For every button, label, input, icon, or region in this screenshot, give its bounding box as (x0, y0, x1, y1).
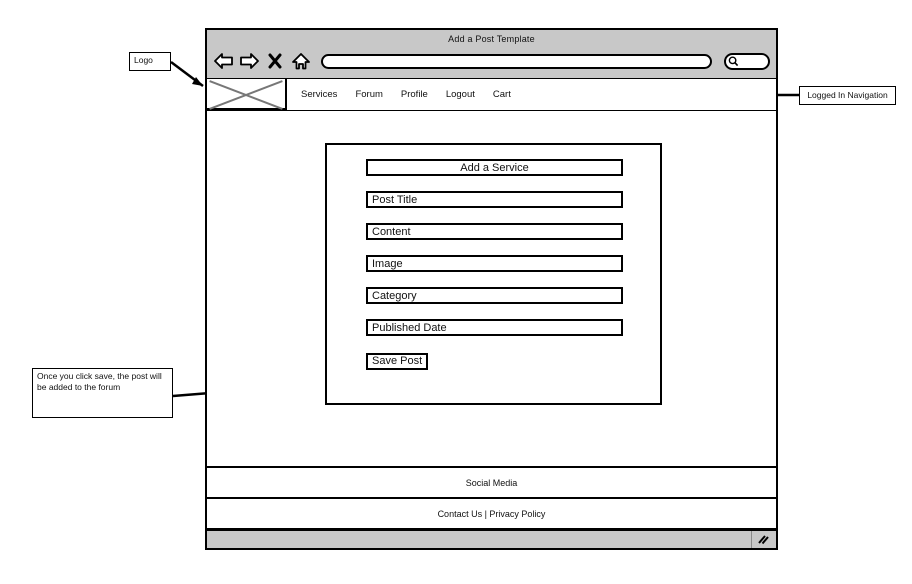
form-heading: Add a Service (366, 159, 623, 176)
published-date-input[interactable]: Published Date (366, 319, 623, 336)
post-title-input[interactable]: Post Title (366, 191, 623, 208)
address-bar-input[interactable] (321, 53, 712, 69)
home-icon[interactable] (291, 51, 311, 71)
footer-links: Contact Us | Privacy Policy (207, 497, 776, 530)
add-post-form-card: Add a Service Post Title Content Image C… (325, 143, 662, 405)
annotation-logged-in-navigation: Logged In Navigation (799, 86, 896, 105)
nav-item-forum[interactable]: Forum (355, 89, 383, 100)
window-title: Add a Post Template (448, 34, 535, 44)
nav-item-services[interactable]: Services (301, 89, 338, 100)
nav-item-cart[interactable]: Cart (492, 89, 511, 100)
logo-placeholder[interactable] (207, 79, 287, 110)
browser-chrome: Add a Post Template (207, 30, 776, 78)
logged-in-navigation: Services Forum Profile Logout Cart (287, 79, 776, 110)
site-header: Services Forum Profile Logout Cart (207, 79, 776, 111)
browser-toolbar (213, 48, 770, 74)
resize-grip-icon[interactable] (751, 531, 774, 548)
status-bar (207, 530, 776, 548)
page-viewport: Services Forum Profile Logout Cart Add a… (207, 78, 776, 530)
category-input[interactable]: Category (366, 287, 623, 304)
annotation-save-post: Once you click save, the post will be ad… (32, 368, 173, 418)
annotation-logo: Logo (129, 52, 171, 71)
form-field-stack: Add a Service Post Title Content Image C… (366, 159, 623, 370)
search-box[interactable] (724, 52, 770, 70)
nav-item-profile[interactable]: Profile (400, 89, 428, 100)
browser-window: Add a Post Template (205, 28, 778, 550)
stop-x-icon[interactable] (265, 51, 285, 71)
footer-social-media: Social Media (207, 466, 776, 497)
forward-arrow-icon[interactable] (239, 51, 259, 71)
nav-item-logout[interactable]: Logout (445, 89, 475, 100)
back-arrow-icon[interactable] (213, 51, 233, 71)
image-input[interactable]: Image (366, 255, 623, 272)
magnifier-icon (728, 56, 739, 66)
save-post-button[interactable]: Save Post (366, 352, 429, 370)
content-input[interactable]: Content (366, 223, 623, 240)
